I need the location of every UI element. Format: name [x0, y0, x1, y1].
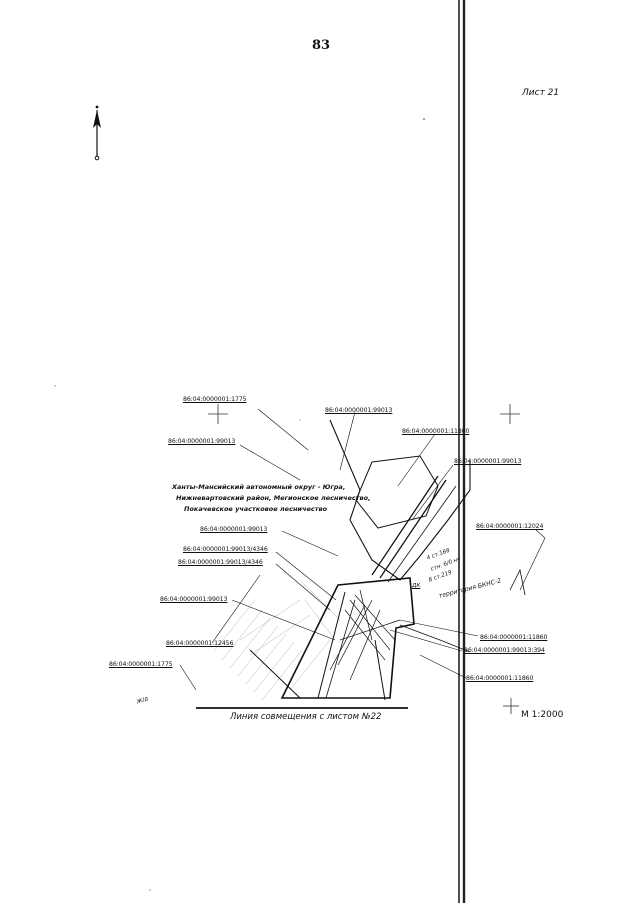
parcel-label: 86:04:0000001:99013/4346 [183, 546, 268, 553]
parcel-label: 86:04:0000001:11860 [480, 634, 548, 641]
parcel-label: 86:04:0000001:99013 [454, 458, 522, 465]
boundary-lines [179, 408, 546, 709]
parcel-label: 86:04:0000001:99013 [168, 438, 236, 445]
scale-label: М 1:2000 [521, 710, 564, 720]
crosshair-mark-icon [208, 404, 228, 424]
hatched-zone [214, 579, 341, 701]
parcel-label: 86:04:0000001:99013 [160, 596, 228, 603]
parcel-label: 86:04:0000001:99013/4346 [178, 559, 263, 566]
parcel-label: 86:04:0000001:11860 [466, 675, 534, 682]
map-note: ДК [412, 583, 421, 589]
crosshair-mark-icon [500, 404, 520, 424]
parcel-label: 86:04:0000001:11800 [402, 428, 470, 435]
page-number: 83 [312, 38, 331, 53]
parcel-label: 86:04:0000001:99013 [200, 526, 268, 533]
parcel-label: 86:04:0000001:12456 [166, 640, 234, 647]
pipeline-lines [329, 589, 401, 681]
region-line: Покачевское участковое лесничество [184, 505, 328, 513]
parcel-label: 86:04:0000001:12024 [476, 523, 544, 530]
parcel-label: 86:04:0000001:1775 [183, 396, 247, 403]
sheet-label: Лист 21 [522, 88, 560, 98]
region-line: Ханты-Мансийский автономный округ - Югра… [172, 483, 346, 491]
parcel-label: 86:04:0000001:99013 [325, 407, 393, 414]
region-line: Нижневартовский район, Мегионское леснич… [176, 494, 371, 502]
crosshair-mark-icon [503, 698, 519, 714]
scan-noise [54, 118, 425, 891]
north-arrow-icon [93, 105, 101, 161]
parcel-label: 86:04:0000001:99013:394 [464, 647, 545, 654]
parcel-label: 86:04:0000001:1775 [109, 661, 173, 668]
combine-line-caption: Линия совмещения с листом №22 [230, 712, 382, 722]
